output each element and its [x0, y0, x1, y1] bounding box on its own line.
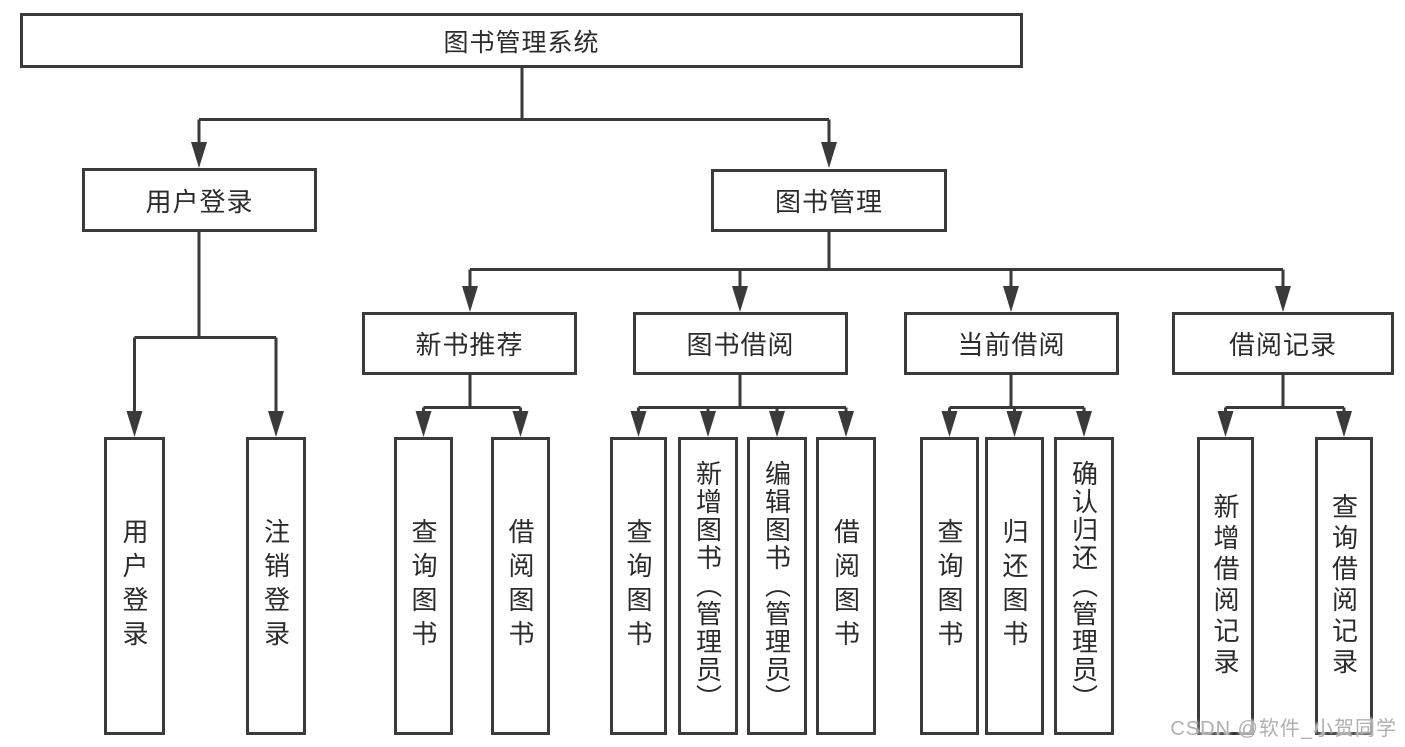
leaf-confirm-return-admin: 确认归还（管理员） — [1054, 437, 1114, 735]
leaf-edit-book-admin-label: 编辑图书（管理员） — [761, 460, 792, 712]
arrow-head — [191, 142, 207, 168]
node-new-book-recommend: 新书推荐 — [362, 312, 577, 375]
arrow-head — [1006, 411, 1023, 437]
leaf-query-books-recommend-label: 查询图书 — [408, 518, 438, 654]
leaf-query-books-borrow-label: 查询图书 — [623, 518, 653, 654]
node-book-borrow: 图书借阅 — [633, 312, 848, 375]
arrow-head — [1275, 286, 1291, 312]
arrow-head — [941, 411, 958, 437]
node-book-management: 图书管理 — [711, 169, 947, 232]
node-root: 图书管理系统 — [20, 13, 1023, 68]
leaf-logout-login-label: 注销登录 — [260, 518, 291, 654]
csdn-watermark: CSDN @软件_小贺同学 — [1170, 718, 1397, 740]
leaf-logout-login: 注销登录 — [246, 437, 306, 735]
arrow-head — [769, 411, 785, 437]
node-root-label: 图书管理系统 — [443, 28, 600, 57]
arrow-head — [1336, 411, 1352, 437]
leaf-edit-book-admin: 编辑图书（管理员） — [747, 437, 807, 735]
leaf-return-books: 归还图书 — [985, 437, 1044, 735]
leaf-borrow-books-recommend: 借阅图书 — [491, 437, 550, 735]
leaf-add-borrow-record-label: 新增借阅记录 — [1210, 493, 1240, 679]
node-borrow-records: 借阅记录 — [1172, 312, 1394, 375]
arrow-head — [268, 411, 284, 437]
arrow-head — [126, 411, 143, 437]
leaf-borrow-books: 借阅图书 — [816, 437, 876, 735]
leaf-confirm-return-admin-label: 确认归还（管理员） — [1068, 460, 1099, 712]
leaf-add-book-admin: 新增图书（管理员） — [678, 437, 738, 735]
arrow-head — [732, 286, 748, 312]
arrow-head — [462, 286, 478, 312]
node-new-book-recommend-label: 新书推荐 — [415, 330, 524, 360]
leaf-borrow-books-recommend-label: 借阅图书 — [505, 518, 535, 654]
leaf-query-borrow-record-label: 查询借阅记录 — [1328, 493, 1359, 679]
arrow-head — [1003, 286, 1019, 312]
arrow-head — [700, 411, 716, 437]
leaf-user-login: 用户登录 — [104, 437, 165, 735]
node-current-borrow-label: 当前借阅 — [957, 330, 1066, 360]
node-borrow-records-label: 借阅记录 — [1228, 330, 1337, 360]
arrow-head — [821, 142, 837, 168]
leaf-query-books-current: 查询图书 — [920, 437, 979, 735]
leaf-query-borrow-record: 查询借阅记录 — [1315, 437, 1373, 735]
arrow-head — [415, 411, 432, 437]
leaf-query-books-recommend: 查询图书 — [394, 437, 453, 735]
arrow-head — [630, 411, 647, 437]
node-user-login-label: 用户登录 — [145, 186, 254, 217]
leaf-add-borrow-record: 新增借阅记录 — [1197, 437, 1254, 735]
node-book-borrow-label: 图书借阅 — [686, 330, 795, 360]
arrow-head — [512, 411, 529, 437]
node-user-login: 用户登录 — [82, 168, 317, 232]
leaf-add-book-admin-label: 新增图书（管理员） — [692, 460, 723, 712]
leaf-borrow-books-label: 借阅图书 — [830, 518, 861, 654]
arrow-head — [1217, 411, 1234, 437]
leaf-query-books-borrow: 查询图书 — [610, 437, 667, 735]
node-book-management-label: 图书管理 — [774, 187, 883, 217]
node-current-borrow: 当前借阅 — [904, 312, 1119, 375]
arrow-head — [1076, 411, 1092, 437]
arrow-head — [838, 411, 854, 437]
leaf-user-login-label: 用户登录 — [119, 518, 149, 654]
leaf-query-books-current-label: 查询图书 — [934, 518, 964, 654]
leaf-return-books-label: 归还图书 — [999, 518, 1029, 654]
